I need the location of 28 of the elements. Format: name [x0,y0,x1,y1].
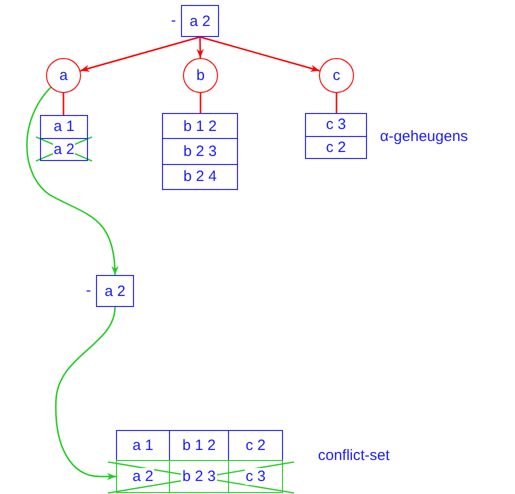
memory-entry: c 2 [306,136,366,158]
arrow [26,86,118,276]
conflict-set-row [116,460,283,493]
arrow [55,306,116,480]
arrow [80,36,200,72]
conflict-cell: c 2 [228,431,282,460]
token-box: a 2 [96,275,134,307]
test-node-circle: c [319,58,354,93]
arrow [200,36,320,72]
memory-table [40,115,88,161]
memory-table [162,113,238,190]
negation-sign: - [171,12,176,29]
memory-entry: b 2 3 [163,138,237,164]
conflict-set-row [116,430,283,461]
conflict-cell-text: a 2 [130,467,156,487]
conflict-cell: b 2 3 [168,461,228,492]
memory-caption: α-geheugens [380,128,468,145]
negation-sign: - [86,282,91,299]
conflict-set-caption: conflict-set [318,447,390,464]
token-box: a 2 [181,5,219,37]
arrow [196,36,204,58]
conflict-cell: b 1 2 [168,431,228,460]
test-node-circle: b [183,58,218,93]
conflict-cell: c 3 [228,461,282,492]
memory-entry: a 2 [41,138,87,160]
memory-entry: b 2 4 [163,164,237,189]
memory-table [305,113,367,159]
test-node-circle: a [46,58,81,93]
